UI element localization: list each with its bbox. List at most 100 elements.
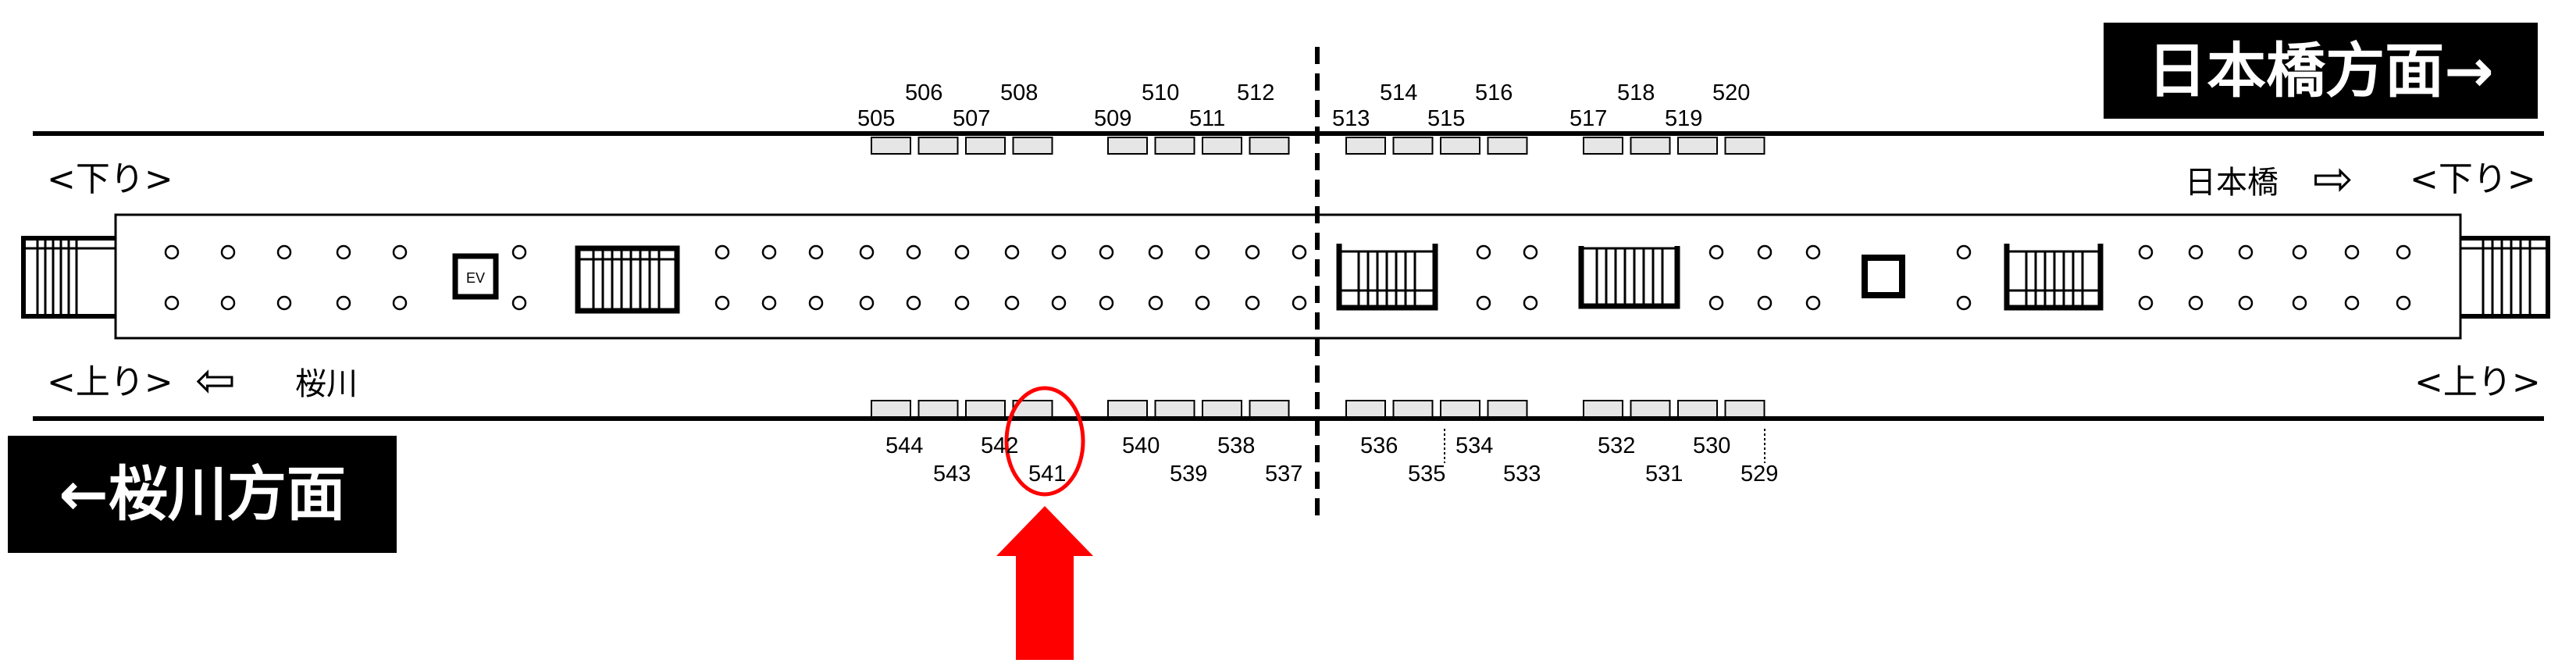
track-label-down-left: <下り> (47, 159, 173, 199)
panel-number-541: 541 (1028, 462, 1067, 487)
red-arrow-icon (996, 506, 1093, 660)
stair-2 (1336, 244, 1438, 311)
ad-panel-bottom-15 (1677, 400, 1718, 418)
panel-number-537: 537 (1265, 462, 1303, 487)
pillar-icon (1757, 244, 1773, 260)
panel-number-536: 536 (1360, 433, 1398, 458)
pillar-icon (2188, 295, 2204, 311)
ad-panel-top-11 (1440, 137, 1480, 155)
ad-panel-bottom-3 (965, 400, 1006, 418)
panel-number-534: 534 (1455, 433, 1494, 458)
panel-number-529: 529 (1740, 462, 1779, 487)
pillar-icon (1956, 244, 1972, 260)
panel-number-542: 542 (981, 433, 1019, 458)
pillar-icon (164, 244, 180, 260)
panel-number-517: 517 (1569, 106, 1608, 131)
ad-panel-top-3 (965, 137, 1006, 155)
pillar-icon (1051, 295, 1067, 311)
ad-panel-bottom-9 (1345, 400, 1386, 418)
ad-panel-top-1 (871, 137, 911, 155)
pillar-icon (1148, 295, 1163, 311)
panel-number-512: 512 (1237, 80, 1275, 105)
pillar-icon (1051, 244, 1067, 260)
panel-number-520: 520 (1712, 80, 1751, 105)
panel-number-508: 508 (1000, 80, 1039, 105)
pillar-icon (511, 244, 527, 260)
panel-group-top (871, 137, 1765, 155)
panel-number-531: 531 (1645, 462, 1683, 487)
pillar-icon (761, 244, 777, 260)
stair-right-edge (2459, 236, 2550, 338)
pillar-icon (392, 244, 408, 260)
stair-1 (575, 245, 680, 314)
pillar-icon (2188, 244, 2204, 260)
pillar-icon (1292, 295, 1307, 311)
ad-panel-bottom-7 (1202, 400, 1242, 418)
pillar-icon (2344, 295, 2360, 311)
pillar-icon (1004, 244, 1020, 260)
pillar-icon (2396, 244, 2411, 260)
ad-panel-bottom-2 (917, 400, 959, 418)
pillar-icon (1099, 295, 1114, 311)
track-label-up-left: <上り> (47, 362, 173, 402)
pillar-icon (1708, 244, 1724, 260)
pillar-icon (1708, 295, 1724, 311)
ad-panel-bottom-13 (1583, 400, 1623, 418)
pillar-icon (1805, 295, 1821, 311)
stair-4 (2004, 244, 2104, 311)
ad-panel-bottom-14 (1630, 400, 1671, 418)
ad-panel-bottom-1 (871, 400, 911, 418)
pillar-icon (2344, 244, 2360, 260)
pillar-icon (954, 295, 970, 311)
pillar-icon (1148, 244, 1163, 260)
platform-feature-square (1862, 255, 1905, 298)
pillar-icon (808, 244, 824, 260)
panel-number-544: 544 (885, 433, 924, 458)
panel-number-538: 538 (1217, 433, 1256, 458)
ad-panel-top-15 (1677, 137, 1718, 155)
ad-panel-top-5 (1107, 137, 1148, 155)
pillar-icon (859, 295, 875, 311)
ad-panel-top-10 (1392, 137, 1434, 155)
pillar-icon (714, 244, 730, 260)
pillar-icon (906, 244, 921, 260)
panel-number-533: 533 (1503, 462, 1541, 487)
panel-number-530: 530 (1693, 433, 1731, 458)
direction-box-sakuragawa: ←桜川方面 (8, 436, 397, 553)
panel-number-515: 515 (1427, 106, 1466, 131)
station-label-sakuragawa: 桜川 (295, 366, 358, 402)
ad-panel-bottom-8 (1249, 400, 1290, 418)
ad-panel-top-4 (1012, 137, 1053, 155)
pillar-icon (1195, 295, 1210, 311)
ad-panel-top-14 (1630, 137, 1671, 155)
panel-number-516: 516 (1475, 80, 1513, 105)
stair-left-edge (21, 236, 116, 319)
ad-panel-bottom-12 (1487, 400, 1528, 418)
pillar-icon (220, 295, 236, 311)
panel-number-511: 511 (1189, 106, 1226, 131)
ad-panel-bottom-11 (1440, 400, 1480, 418)
panel-number-513: 513 (1332, 106, 1370, 131)
arrow-left-icon: ⇦ (195, 351, 236, 408)
pillar-icon (511, 295, 527, 311)
pillar-icon (1476, 295, 1491, 311)
track-label-up-right: <上り> (2414, 362, 2541, 402)
panel-number-509: 509 (1094, 106, 1132, 131)
pillar-icon (1292, 244, 1307, 260)
platform-outline (114, 213, 2462, 340)
ad-panel-top-16 (1724, 137, 1765, 155)
panel-number-539: 539 (1170, 462, 1208, 487)
ad-panel-bottom-5 (1107, 400, 1148, 418)
pillar-group (164, 244, 2411, 311)
pillar-icon (2292, 244, 2307, 260)
ad-panel-bottom-16 (1724, 400, 1765, 418)
panel-number-514: 514 (1380, 80, 1418, 105)
elevator-icon: EV (452, 253, 499, 300)
pillar-icon (1245, 244, 1260, 260)
panel-number-532: 532 (1598, 433, 1636, 458)
pillar-icon (2396, 295, 2411, 311)
direction-box-nihonbashi: 日本橋方面→ (2104, 23, 2538, 119)
pillar-icon (336, 244, 351, 260)
